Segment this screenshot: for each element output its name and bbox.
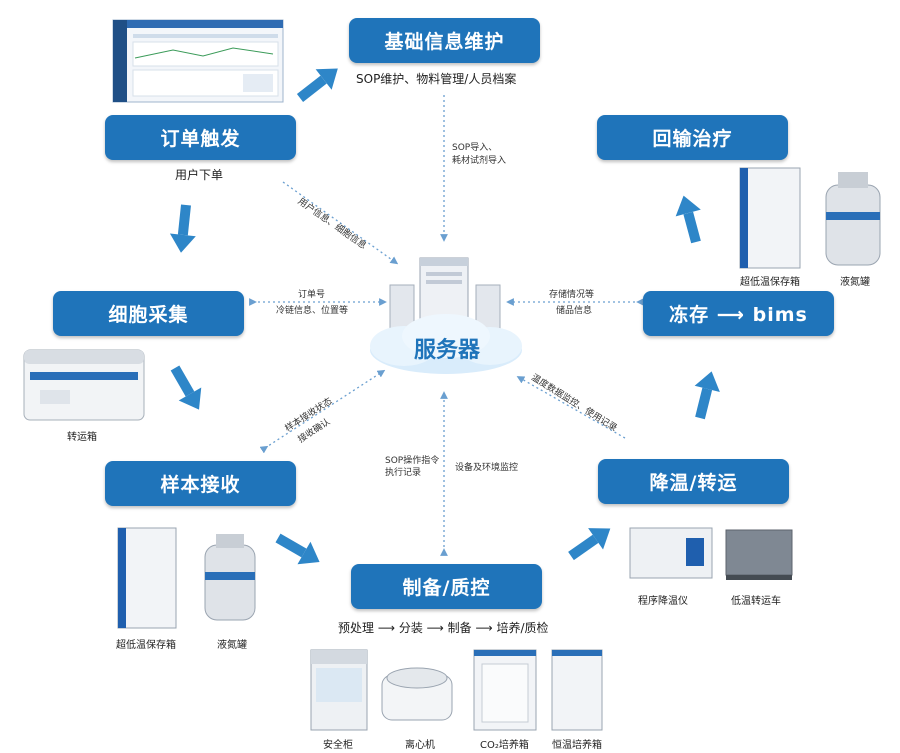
link-label-sop-exec-2: 执行记录 <box>385 468 422 478</box>
caption-freezer-receive: 超低温保存箱 <box>116 640 176 651</box>
server-illustration <box>370 257 522 374</box>
cold-cart-illustration <box>725 529 793 580</box>
link-label-storage-2: 储品信息 <box>556 306 593 316</box>
link-cooling-server <box>516 376 626 439</box>
arrow-order-to-collect <box>169 204 196 253</box>
server-label: 服务器 <box>413 338 480 363</box>
box-cooling: 降温/转运 <box>598 459 789 504</box>
co2-incubator-illustration <box>473 649 537 731</box>
subtitle-order: 用户下单 <box>175 168 224 182</box>
freezer-receive-illustration <box>117 527 177 629</box>
link-receive-server <box>259 369 386 454</box>
freezer-freeze-illustration <box>739 167 801 269</box>
box-prepare: 制备/质控 <box>351 564 542 609</box>
caption-ln2-freeze: 液氮罐 <box>840 277 870 288</box>
subtitle-prepare: 预处理 ⟶ 分装 ⟶ 制备 ⟶ 培养/质检 <box>338 621 549 635</box>
ln2-receive-illustration <box>204 534 256 621</box>
link-label-sop-exec-1: SOP操作指令 <box>385 456 440 466</box>
caption-transport-box: 转运箱 <box>67 432 97 443</box>
box-basic-info: 基础信息维护 <box>349 18 540 63</box>
arrow-prepare-to-cooling <box>568 528 611 561</box>
arrow-basic-to-screen <box>296 68 338 102</box>
arrow-freeze-to-reinfuse <box>675 195 701 244</box>
ln2-freeze-illustration <box>825 172 881 266</box>
arrow-cooling-to-freeze <box>694 371 720 420</box>
box-receive: 样本接收 <box>105 461 296 506</box>
link-label-sop-import-1: SOP导入、 <box>452 143 498 153</box>
arrow-collect-to-receive <box>170 365 202 410</box>
transport-box-illustration <box>23 349 145 421</box>
caption-cold-cart: 低温转运车 <box>731 596 781 607</box>
box-order: 订单触发 <box>105 115 296 160</box>
caption-safety-cabinet: 安全柜 <box>323 740 353 751</box>
subtitle-basic-info: SOP维护、物料管理/人员档案 <box>356 72 517 86</box>
caption-freezer-freeze: 超低温保存箱 <box>740 277 800 288</box>
incubator-illustration <box>551 649 603 731</box>
caption-incubator: 恒温培养箱 <box>552 740 602 751</box>
box-collect: 细胞采集 <box>53 291 244 336</box>
program-cooler-illustration <box>629 527 713 579</box>
caption-co2-incubator: CO₂培养箱 <box>480 740 529 751</box>
link-label-cold-chain: 冷链信息、位置等 <box>276 306 349 316</box>
software-screenshot <box>112 19 284 103</box>
caption-ln2-receive: 液氮罐 <box>217 640 247 651</box>
link-label-env-monitor: 设备及环境监控 <box>455 463 519 473</box>
box-reinfuse: 回输治疗 <box>597 115 788 160</box>
caption-program-cooler: 程序降温仪 <box>638 596 688 607</box>
link-label-storage-1: 存储情况等 <box>549 290 595 300</box>
link-label-sop-import-2: 耗材试剂导入 <box>452 156 507 166</box>
safety-cabinet-illustration <box>310 649 368 731</box>
box-freeze: 冻存 ⟶ bims <box>643 291 834 336</box>
centrifuge-illustration <box>381 667 453 721</box>
arrow-receive-to-prepare <box>275 533 320 565</box>
link-label-order-no: 订单号 <box>298 290 326 300</box>
caption-centrifuge: 离心机 <box>405 740 435 751</box>
